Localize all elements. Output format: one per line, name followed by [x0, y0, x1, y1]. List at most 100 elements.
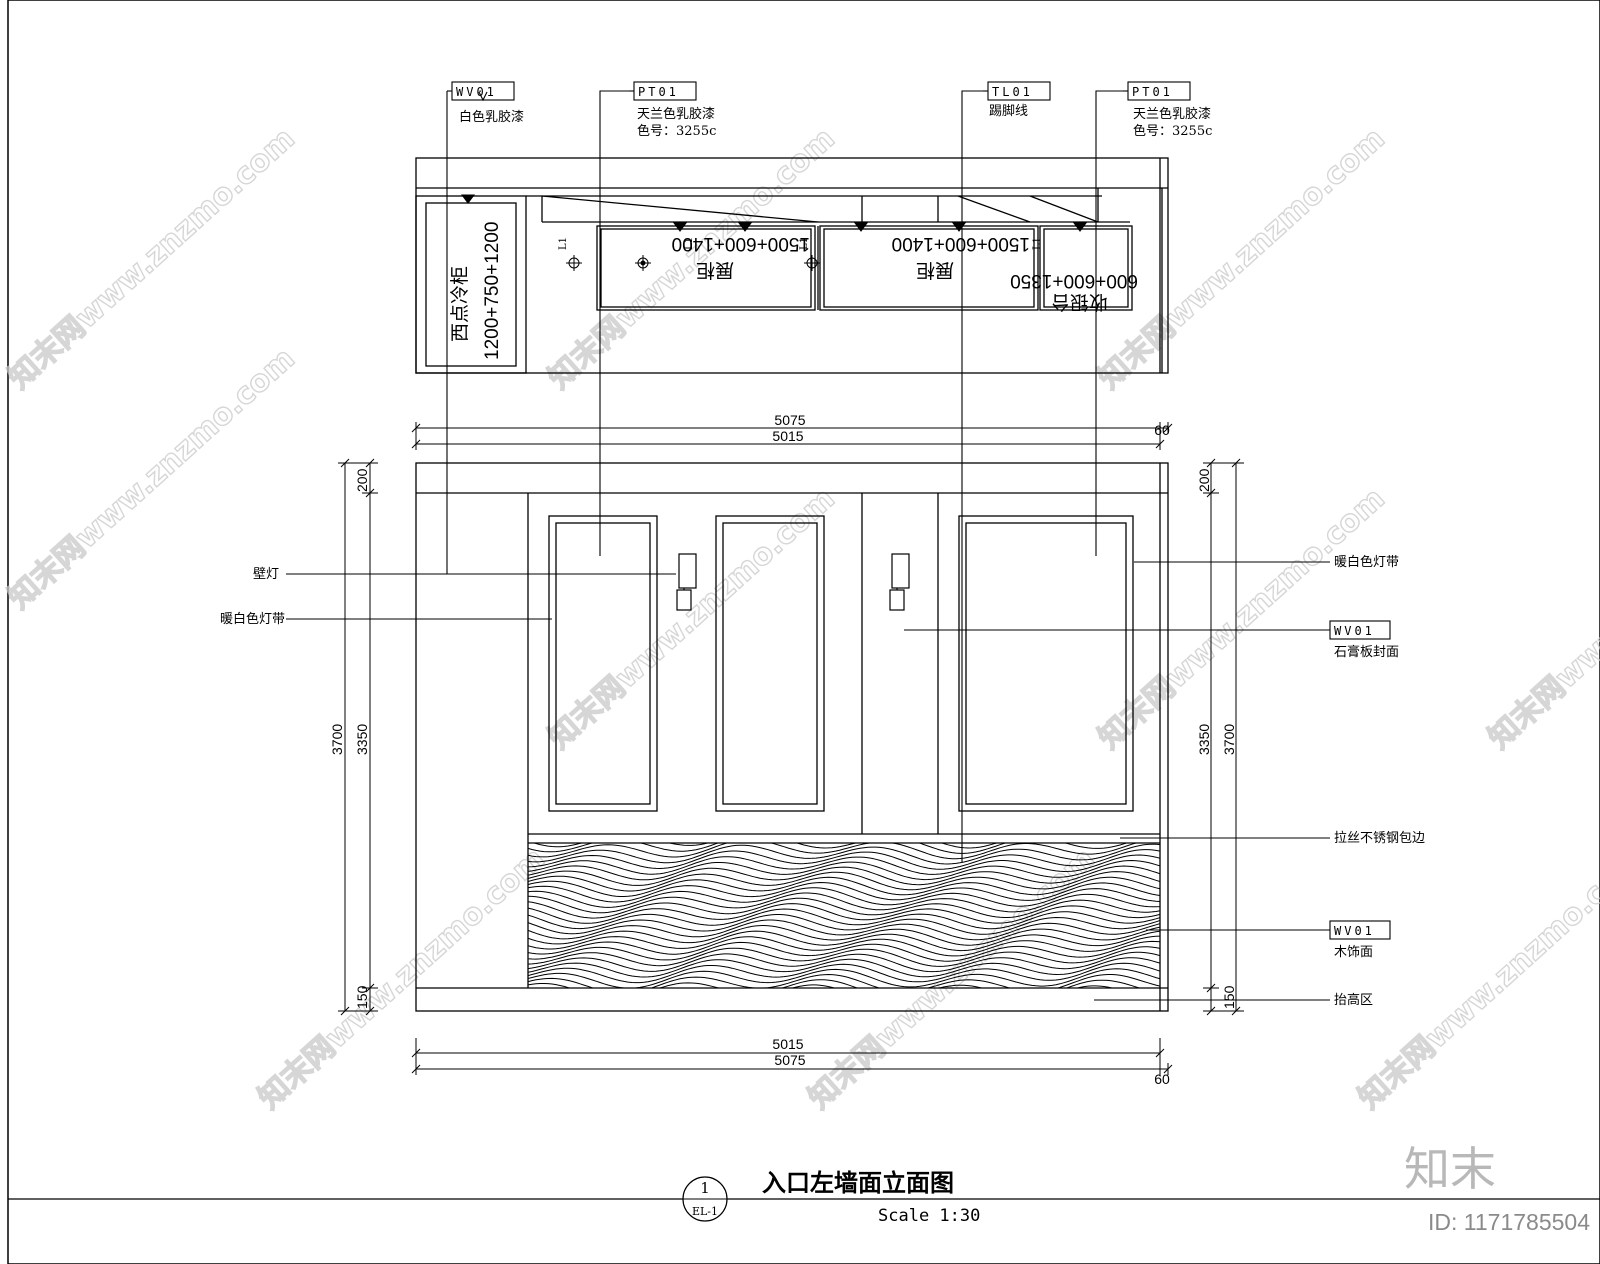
- drawing-number-bubble: 1 EL-1: [682, 1176, 728, 1222]
- counter-c-name-label: 收银台: [1051, 291, 1108, 313]
- wall-sconce-icon: [676, 553, 697, 611]
- material-code: PT01: [1132, 85, 1173, 99]
- display-counter-b: [819, 225, 1039, 311]
- wall-panel: [548, 515, 658, 812]
- callout-gypsum-board: 石膏板封面: [1334, 644, 1399, 660]
- dim-top-inner: 5015: [772, 428, 803, 444]
- wall-light-symbol-icon: [566, 255, 582, 271]
- plan-view: [415, 157, 1169, 374]
- wave-line: [528, 859, 1160, 881]
- dim-left-mid: 3350: [354, 724, 370, 755]
- wave-line: [528, 914, 1160, 935]
- wall-sconce-icon: [889, 553, 910, 611]
- downlight-icon: [673, 222, 687, 232]
- watermark-text: 知末网www.znzmo.com: [1482, 481, 1600, 756]
- wave-line: [528, 968, 1160, 988]
- light-mark-label: L1: [558, 237, 569, 250]
- cold-cabinet: [415, 195, 527, 374]
- wave-line: [528, 935, 1160, 957]
- right-callout-tags: [1329, 620, 1391, 940]
- light-mark-label: L1: [1032, 237, 1043, 250]
- wave-line: [528, 957, 1160, 978]
- right-callout-lines: [904, 561, 1330, 1001]
- wave-line: [528, 843, 1129, 854]
- downlight-icon: [952, 222, 966, 232]
- watermark-text: 知末网www.znzmo.com: [1092, 121, 1392, 396]
- callout-code: WV01: [1334, 924, 1375, 938]
- dim-top-overall: 5075: [774, 412, 805, 428]
- callout-warm-light-strip: 暖白色灯带: [220, 611, 285, 627]
- wave-line: [528, 924, 1160, 946]
- drawing-frame: [7, 0, 1600, 1264]
- watermark-text: 知末网www.znzmo.com: [1352, 841, 1600, 1116]
- wave-line: [528, 930, 1160, 952]
- material-color-code: 色号：3255c: [637, 123, 716, 139]
- plan-labels: 西点冷柜 1200+750+1200 1500+600+1400 展柜 1500…: [449, 222, 1138, 360]
- counter-b-dims-label: 1500+600+1400: [892, 233, 1030, 254]
- wave-line: [528, 876, 1160, 897]
- material-tag: [961, 81, 1051, 862]
- cabinet-name-label: 西点冷柜: [449, 266, 471, 342]
- dim-left-bottom: 150: [354, 985, 370, 1009]
- callout-wall-lamp: 壁灯: [253, 567, 279, 582]
- dim-right-bottom: 150: [1221, 985, 1237, 1009]
- left-callout-lines: [286, 573, 676, 620]
- brand-logo-text: 知末: [1404, 1142, 1496, 1196]
- dim-left-top: 200: [354, 468, 370, 492]
- light-mark-label: L1: [684, 237, 695, 250]
- light-mark-label: L1: [799, 237, 810, 250]
- material-tag: [1095, 81, 1191, 556]
- display-counter-a: [596, 225, 816, 311]
- wood-veneer-wave-pattern: [528, 843, 1160, 988]
- wall-light-symbol-icon: [804, 255, 820, 271]
- wave-line: [528, 887, 1160, 908]
- wave-line: [528, 919, 1160, 941]
- counter-a-name-label: 展柜: [696, 259, 734, 281]
- material-color-code: 色号：3255c: [1133, 123, 1212, 139]
- watermark-text: 知末网www.znzmo.com: [542, 121, 842, 396]
- watermark-text: 知末网www.znzmo.com: [2, 121, 302, 396]
- material-tag-text: WV01 白色乳胶漆 PT01 天兰色乳胶漆 色号：3255c TL01 踢脚线…: [456, 85, 1212, 139]
- dim-top-offset: 60: [1154, 422, 1170, 438]
- wave-line: [528, 871, 1160, 892]
- wave-line: [528, 881, 1160, 903]
- wave-line: [528, 962, 1160, 984]
- downlight-icon: [738, 222, 752, 232]
- wave-line: [528, 979, 1142, 988]
- dim-bottom-offset: 60: [1154, 1071, 1170, 1087]
- plan-light-symbols: [461, 194, 1087, 271]
- callout-raised-area: 抬高区: [1334, 992, 1373, 1008]
- wave-line: [528, 946, 1160, 967]
- bottom-dimension-lines: [411, 1038, 1173, 1075]
- callout-warm-light-strip-right: 暖白色灯带: [1334, 554, 1399, 570]
- downlight-icon: [854, 222, 868, 232]
- downlight-icon: [461, 194, 475, 204]
- wave-line: [528, 849, 1160, 870]
- wave-line: [528, 843, 1160, 865]
- wall-light-symbol-icon: [635, 255, 651, 271]
- material-desc: 天兰色乳胶漆: [1133, 106, 1211, 122]
- wave-line: [528, 843, 1138, 860]
- wave-line: [528, 854, 1160, 875]
- brand-logo: 知末: [1404, 1142, 1496, 1196]
- material-code: TL01: [992, 85, 1033, 99]
- wave-line: [528, 897, 1160, 919]
- left-dimension-lines: [338, 458, 378, 1016]
- callout-wood-veneer: 木饰面: [1334, 945, 1373, 960]
- wave-line: [528, 892, 1160, 914]
- dim-right-mid: 3350: [1196, 724, 1212, 755]
- material-tag: [599, 81, 697, 556]
- material-code: PT01: [638, 85, 679, 99]
- dim-right-total: 3700: [1221, 724, 1237, 755]
- drawing-title: 入口左墙面立面图: [762, 1169, 954, 1197]
- wave-line: [528, 951, 1160, 973]
- wave-line: [528, 865, 1160, 886]
- wave-line: [528, 973, 1160, 988]
- material-tags: [446, 81, 1191, 862]
- counter-c-dims-label: 600+600+1350: [1010, 270, 1138, 291]
- wall-panel: [958, 515, 1134, 812]
- dim-right-top: 200: [1196, 468, 1212, 492]
- wall-panel: [715, 515, 825, 812]
- material-desc: 踢脚线: [989, 103, 1028, 119]
- wave-line: [528, 908, 1160, 930]
